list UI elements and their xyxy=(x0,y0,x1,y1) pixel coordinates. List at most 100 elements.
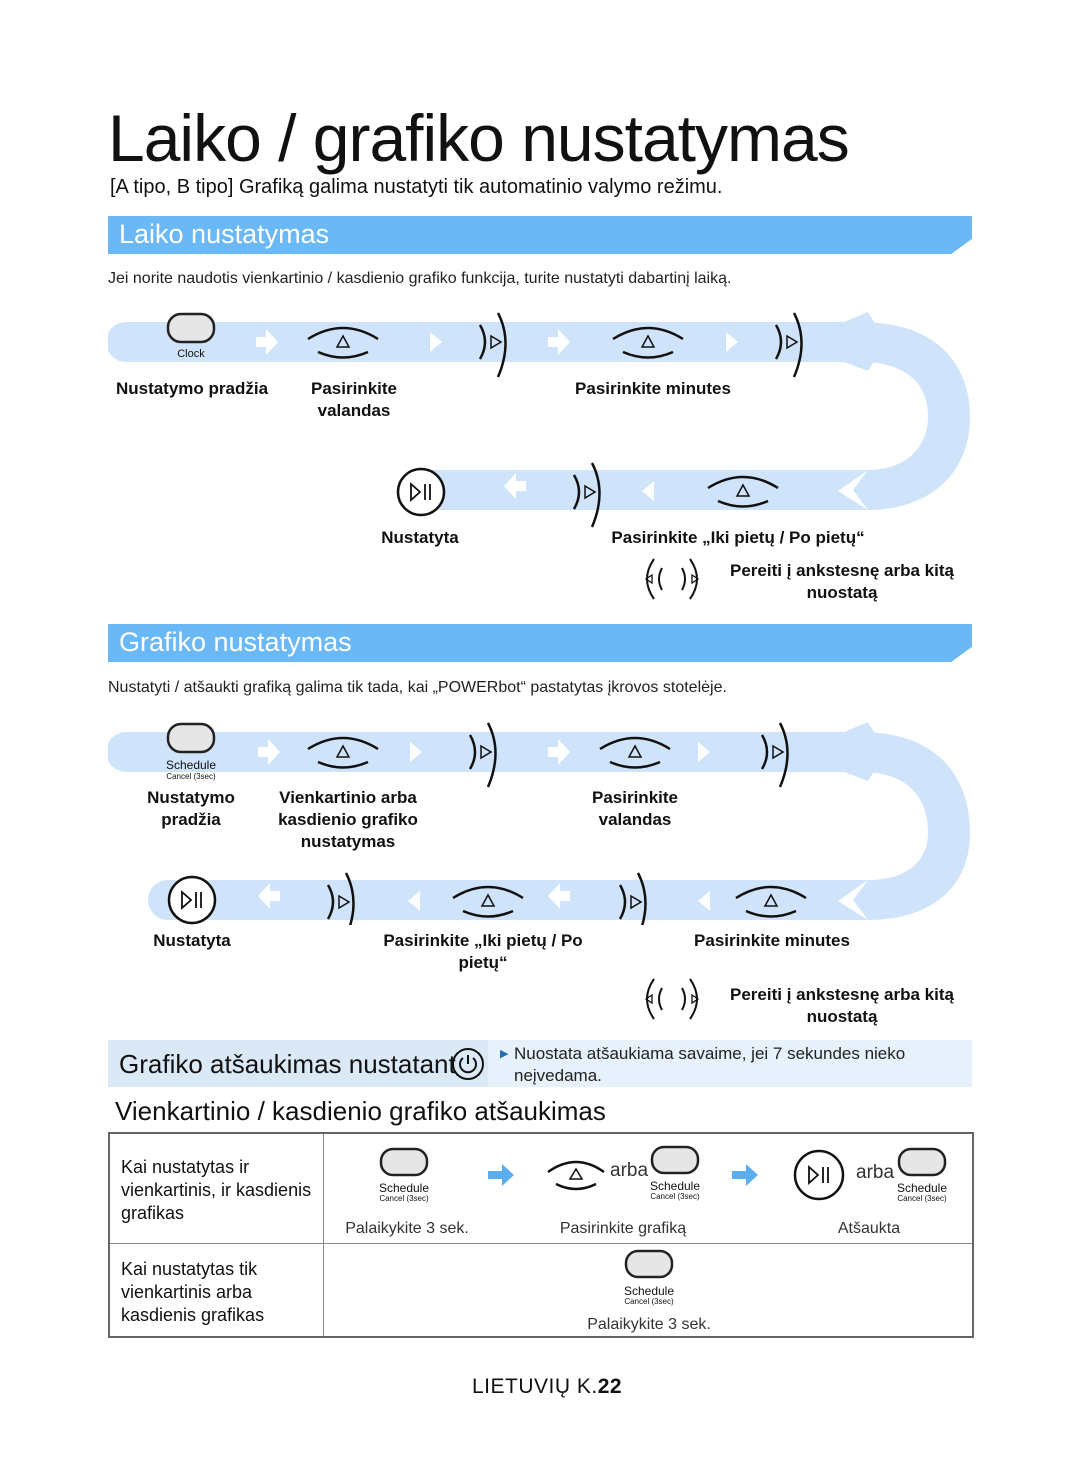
cancel-note-line2: neįvedama. xyxy=(514,1066,602,1085)
section-intro: Jei norite naudotis vienkartinio / kasdi… xyxy=(108,270,732,287)
row-label-line: grafikas xyxy=(121,1203,185,1223)
step-ampm-line1: Pasirinkite „Iki pietų / Po xyxy=(383,931,583,950)
step-type-line2: kasdienio grafiko xyxy=(278,810,418,829)
triangle-left-icon xyxy=(642,481,654,501)
row-label-line: kasdienis grafikas xyxy=(121,1304,265,1325)
up-button-icon xyxy=(307,326,379,359)
nav-hint-line2: nuostatą xyxy=(806,583,878,602)
right-button-icon xyxy=(326,872,355,925)
row-label-line: vienkartinis arba xyxy=(121,1281,253,1302)
caption-hold: Palaikykite 3 sek. xyxy=(587,1315,711,1333)
triangle-right-icon xyxy=(698,742,710,762)
schedule-flow-diagram xyxy=(108,722,970,925)
triangle-left-icon xyxy=(408,891,420,911)
clock-button-label: Clock xyxy=(177,348,205,360)
step-minutes: Pasirinkite minutes xyxy=(694,931,850,950)
row-label-line: Kai nustatytas ir xyxy=(121,1157,250,1177)
or-word: arba xyxy=(610,1160,649,1181)
right-button-icon xyxy=(618,872,647,925)
schedule-button-label: Schedule xyxy=(623,1283,675,1298)
step-hours-line1: Pasirinkite xyxy=(592,788,678,807)
left-right-nav-icon xyxy=(644,978,700,1020)
schedule-button-icon xyxy=(897,1147,947,1177)
arrow-right-icon xyxy=(548,739,570,765)
right-button-icon xyxy=(760,722,789,788)
row-label-line: vienkartinis, ir kasdienis xyxy=(121,1180,312,1200)
row-label-line: Kai nustatytas tik xyxy=(121,1258,258,1279)
or-word: arba xyxy=(856,1162,895,1183)
nav-hint-line1: Pereiti į ankstesnę arba kitą xyxy=(730,561,954,580)
right-button-icon xyxy=(774,312,803,378)
step-done: Nustatyta xyxy=(153,931,231,950)
section-header-time: Laiko nustatymas xyxy=(108,216,972,254)
row-label: Kai nustatytas tik vienkartinis arba kas… xyxy=(108,1242,324,1338)
table-row: Kai nustatytas ir vienkartinis, ir kasdi… xyxy=(108,1132,974,1244)
play-pause-button-icon xyxy=(793,1149,845,1201)
cancel-note-text-box: ▶ Nuostata atšaukiama savaime, jei 7 sek… xyxy=(488,1040,972,1087)
step-minutes: Pasirinkite minutes xyxy=(575,379,731,398)
step-hours-line2: valandas xyxy=(317,401,391,420)
triangle-left-icon xyxy=(698,891,710,911)
step-ampm-line2: pietų“ xyxy=(458,953,508,972)
schedule-button-sublabel: Cancel (3sec) xyxy=(379,1194,429,1203)
page-footer: LIETUVIŲ K.22 xyxy=(472,1375,622,1399)
bullet-arrow-icon: ▶ xyxy=(500,1048,509,1060)
left-right-nav-icon xyxy=(644,558,700,600)
power-icon xyxy=(452,1048,484,1080)
row-label: Kai nustatytas ir vienkartinis, ir kasdi… xyxy=(108,1132,324,1244)
triangle-right-icon xyxy=(410,742,422,762)
step-start-line2: pradžia xyxy=(161,810,221,829)
page-subtitle: [A tipo, B tipo] Grafiką galima nustatyt… xyxy=(110,176,723,198)
page-number: 22 xyxy=(597,1375,623,1398)
schedule-button-label: Schedule xyxy=(649,1179,701,1193)
arrow-left-icon xyxy=(548,883,570,909)
arrow-right-icon xyxy=(488,1164,514,1186)
up-button-icon xyxy=(735,885,807,918)
table-row: Kai nustatytas tik vienkartinis arba kas… xyxy=(108,1242,974,1338)
section-heading: Grafiko nustatymas xyxy=(119,627,352,657)
schedule-button-icon xyxy=(650,1145,700,1175)
schedule-button-label: Schedule xyxy=(378,1181,430,1195)
step-start: Nustatymo pradžia xyxy=(115,379,269,398)
up-button-icon xyxy=(707,475,779,508)
schedule-button-sublabel: Cancel (3sec) xyxy=(166,772,216,781)
step-hours-line1: Pasirinkite xyxy=(311,379,397,398)
up-button-icon xyxy=(452,885,524,918)
cancel-note-heading: Grafiko atšaukimas nustatant xyxy=(119,1049,456,1079)
cancel-note-heading-box: Grafiko atšaukimas nustatant xyxy=(108,1040,488,1087)
row-steps: Schedule Cancel (3sec) arba Schedule Can… xyxy=(323,1132,974,1244)
caption-hold: Palaikykite 3 sek. xyxy=(345,1220,469,1237)
section-intro: Nustatyti / atšaukti grafiką galima tik … xyxy=(108,679,727,696)
cancel-note-line1: Nuostata atšaukiama savaime, jei 7 sekun… xyxy=(514,1044,906,1063)
row-steps: Schedule Cancel (3sec) Palaikykite 3 sek… xyxy=(323,1242,974,1338)
step-type-line1: Vienkartinio arba xyxy=(279,788,417,807)
triangle-right-icon xyxy=(430,332,442,352)
arrow-right-icon xyxy=(258,739,280,765)
arrow-right-icon xyxy=(548,329,570,355)
up-button-icon xyxy=(307,736,379,769)
nav-hint-line1: Pereiti į ankstesnę arba kitą xyxy=(730,985,954,1004)
right-button-icon xyxy=(468,722,497,788)
clock-button-icon xyxy=(166,312,216,344)
time-flow-diagram xyxy=(108,312,970,528)
schedule-button-sublabel: Cancel (3sec) xyxy=(897,1194,947,1203)
up-button-icon xyxy=(547,1160,605,1191)
section-header-schedule: Grafiko nustatymas xyxy=(108,624,972,662)
arrow-right-icon xyxy=(732,1164,758,1186)
up-button-icon xyxy=(612,326,684,359)
nav-hint-line2: nuostatą xyxy=(806,1007,878,1026)
up-button-icon xyxy=(599,736,671,769)
cancel-table: Kai nustatytas ir vienkartinis, ir kasdi… xyxy=(108,1132,974,1338)
cancel-table-heading: Vienkartinio / kasdienio grafiko atšauki… xyxy=(115,1096,606,1126)
right-button-icon xyxy=(572,462,601,528)
cancel-note: Grafiko atšaukimas nustatant ▶ Nuostata … xyxy=(108,1040,972,1087)
schedule-button-icon xyxy=(624,1249,674,1278)
section-heading: Laiko nustatymas xyxy=(119,219,330,249)
right-button-icon xyxy=(478,312,507,378)
schedule-button-sublabel: Cancel (3sec) xyxy=(624,1296,674,1306)
play-pause-button-icon xyxy=(167,875,217,925)
caption-cancelled: Atšaukta xyxy=(837,1220,901,1237)
cancel-note-text: Nuostata atšaukiama savaime, jei 7 sekun… xyxy=(514,1043,905,1087)
step-start-line1: Nustatymo xyxy=(147,788,235,807)
triangle-right-icon xyxy=(726,332,738,352)
